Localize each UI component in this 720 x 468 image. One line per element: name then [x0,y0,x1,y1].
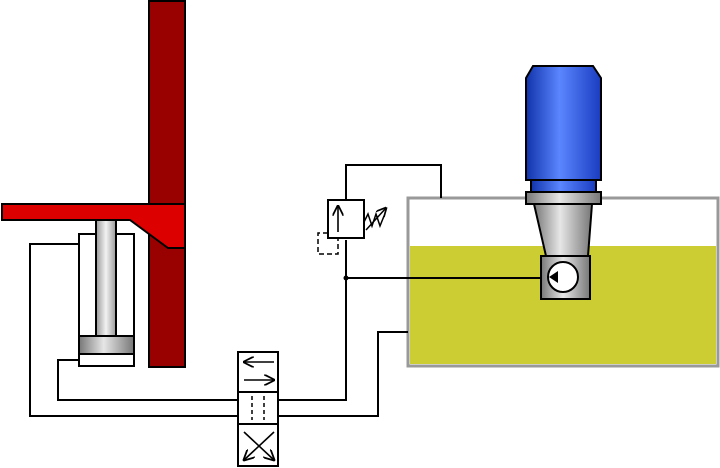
spring-adjust-icon [363,211,385,229]
junction-dot [343,275,349,281]
lift-column [148,0,186,368]
line-relief-out [345,164,442,200]
motor-flange [525,191,602,205]
cylinder-piston [78,335,135,355]
valve-arrow-icon [244,431,275,460]
pump-triangle-icon [549,271,558,283]
line-return-left [29,243,238,417]
relief-valve-body [327,199,365,239]
pump-symbol [547,261,579,293]
cylinder-rod [95,219,117,337]
lift-assembly [1,0,186,368]
lift-cylinder [78,219,135,367]
motor-pump-unit [525,65,602,300]
valve-section-center [237,391,279,425]
line-pressure [278,278,347,401]
directional-valve [237,351,279,467]
electric-motor [525,65,602,181]
line-cylinder-to-valve [57,359,238,401]
relief-valve [317,199,386,255]
valve-section-top [237,351,279,393]
motor-base [530,179,597,193]
lift-arm [1,203,186,249]
line-tank-return [278,331,408,417]
hydraulic-lines [29,164,548,417]
spring-adjust-arrow [365,208,386,231]
relief-pilot-line [317,232,339,255]
